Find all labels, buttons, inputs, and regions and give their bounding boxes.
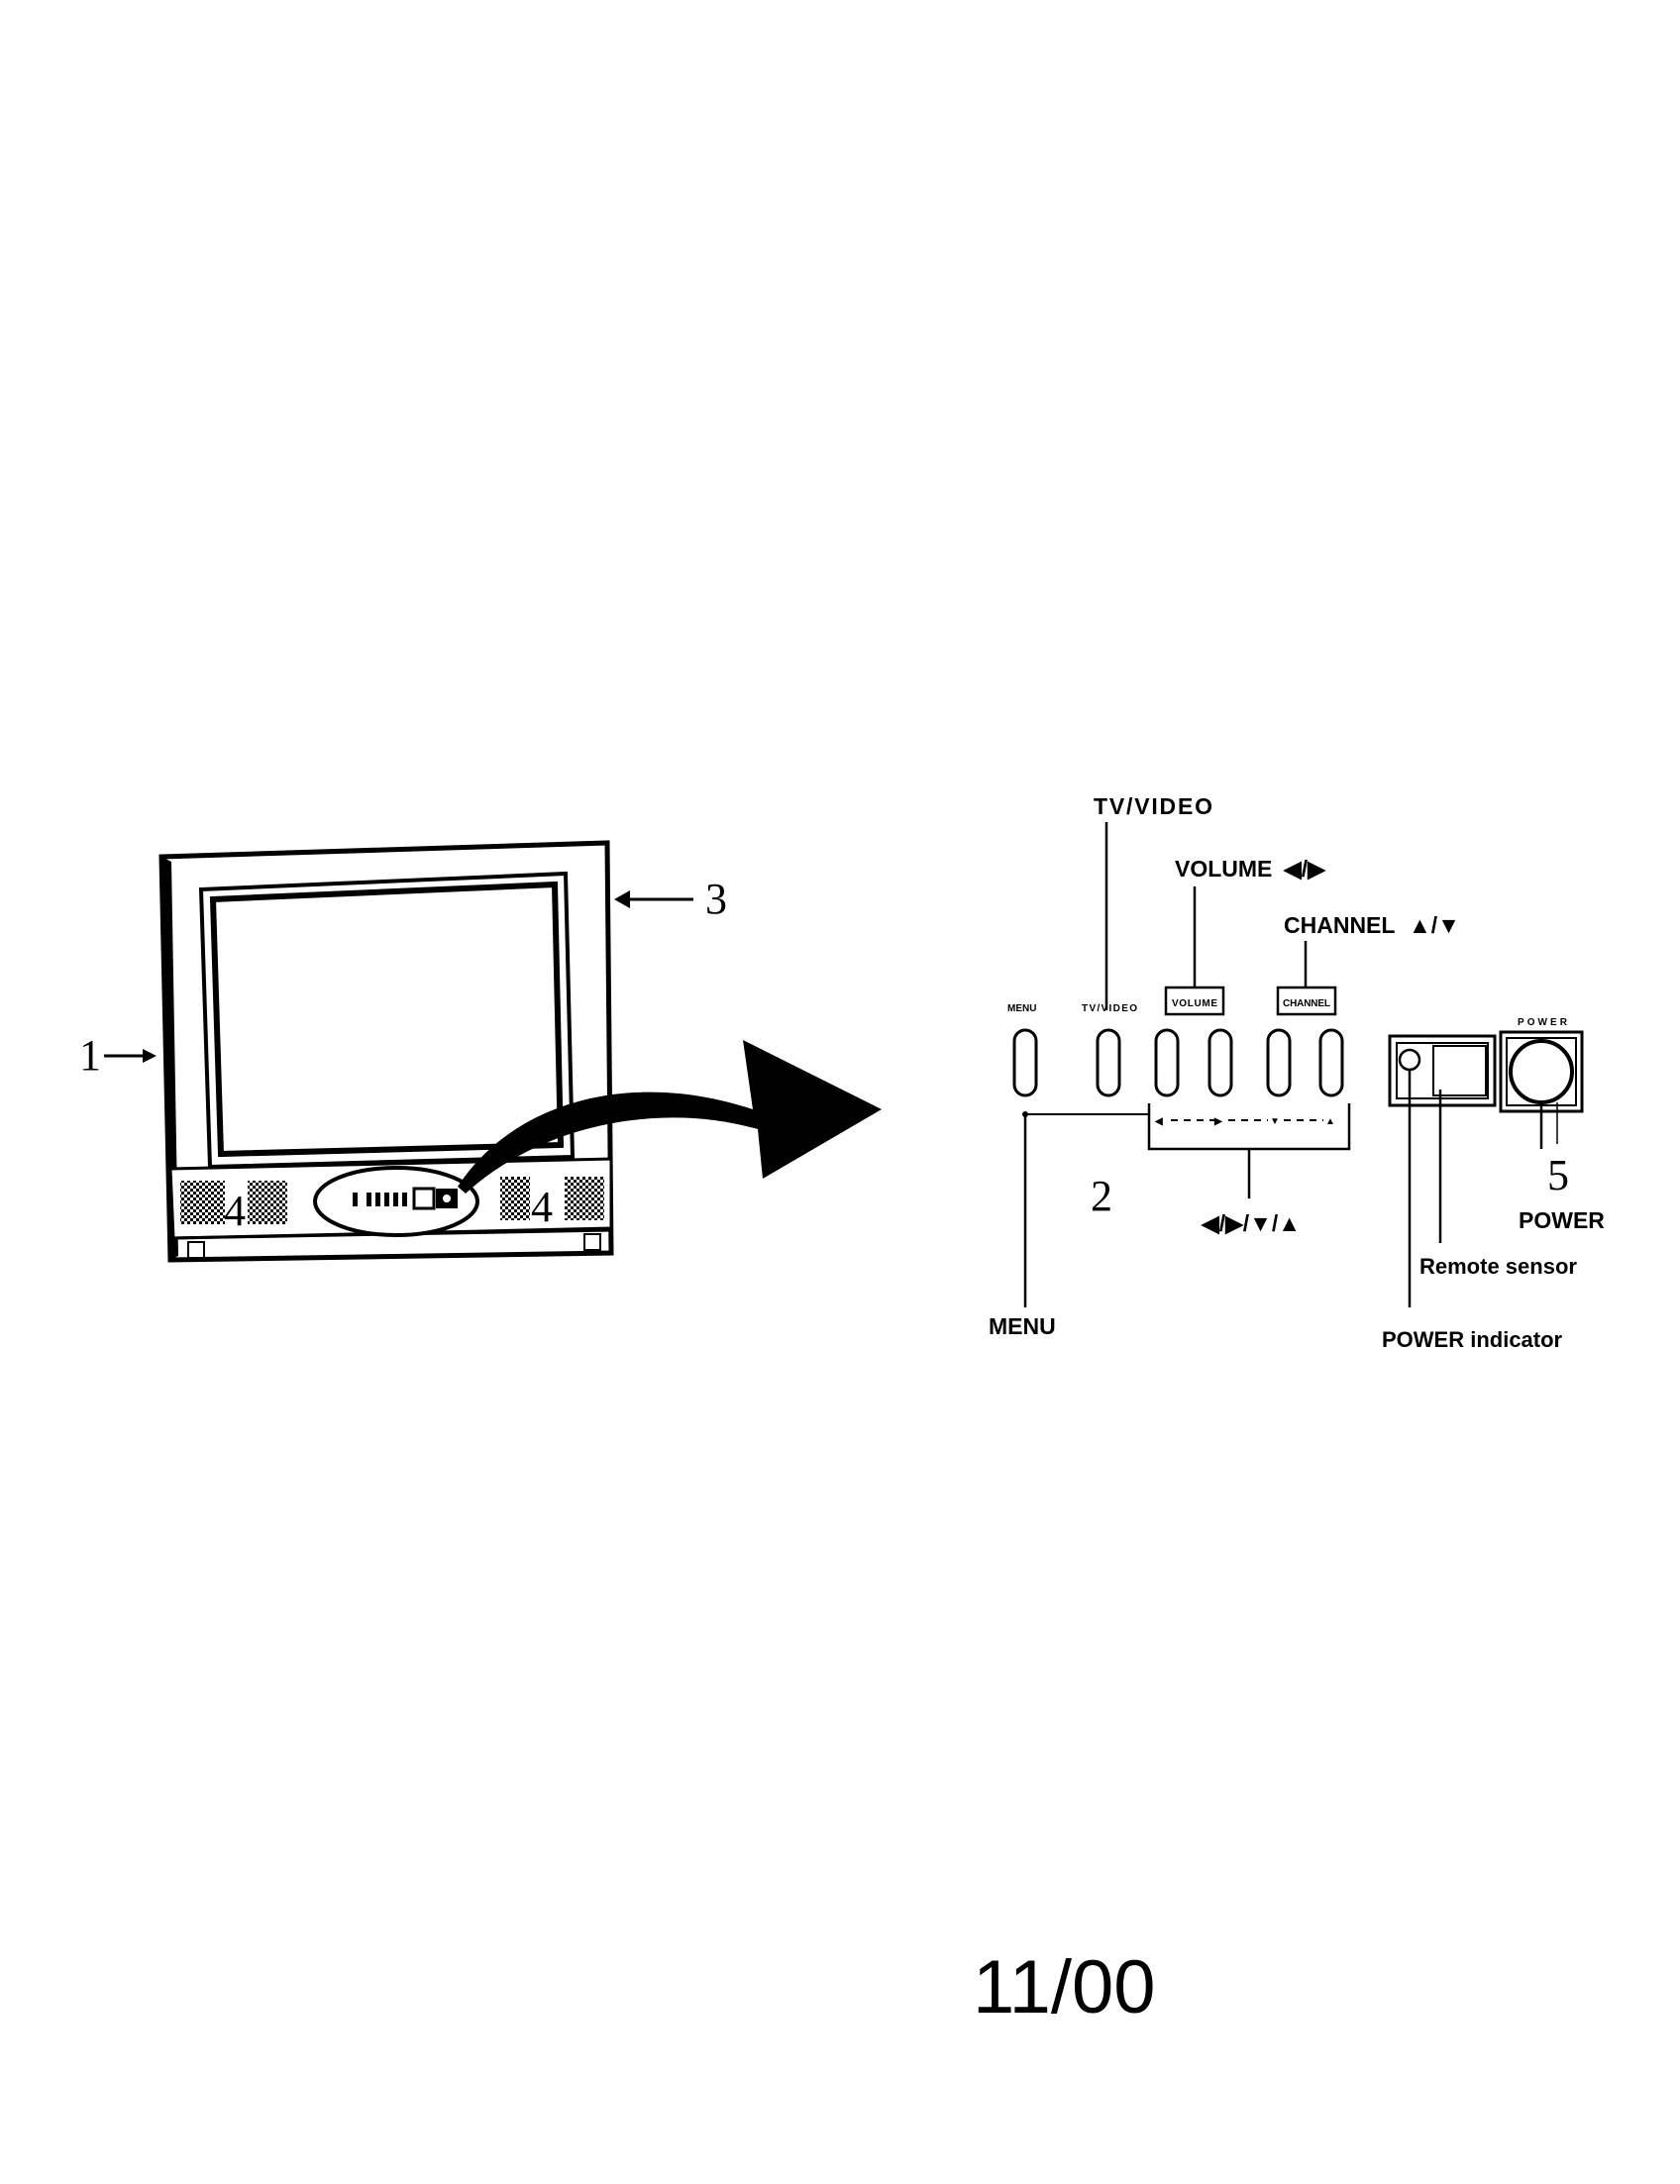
label-remote-sensor: Remote sensor: [1419, 1254, 1577, 1279]
control-panel-detail: TV/VIDEO VOLUME ◀/▶ CHANNEL ▲/▼ MENU TV/…: [989, 793, 1605, 1352]
menu-button[interactable]: [1012, 1028, 1038, 1097]
tv-mini-buttons: [353, 1187, 458, 1210]
volume-arrows-icon: ◀/▶: [1283, 856, 1326, 882]
nav-right-icon: ▶: [1213, 1116, 1223, 1127]
big-curved-arrow-icon: [458, 1040, 882, 1194]
nav-bracket: [1147, 1103, 1351, 1151]
tv-video-button[interactable]: [1096, 1028, 1121, 1097]
power-button[interactable]: [1509, 1039, 1574, 1104]
tiny-label-power: POWER: [1518, 1017, 1568, 1028]
arrow-left-icon: [614, 890, 693, 908]
label-volume: VOLUME: [1175, 856, 1272, 882]
label-channel: CHANNEL: [1284, 912, 1395, 938]
channel-up-button[interactable]: [1318, 1028, 1344, 1097]
volume-down-button[interactable]: [1154, 1028, 1180, 1097]
label-power: POWER: [1519, 1207, 1605, 1233]
callout-4-left: 4: [224, 1187, 246, 1235]
footer-date: 11/00: [973, 1945, 1156, 2029]
remote-sensor-window: [1432, 1045, 1487, 1096]
tiny-label-channel: CHANNEL: [1283, 998, 1330, 1009]
tv-screen: [209, 881, 565, 1158]
label-menu: MENU: [989, 1313, 1056, 1339]
tv-set: 4 4: [158, 840, 614, 1263]
tv-foot-left: [187, 1241, 205, 1259]
callout-3: 3: [705, 875, 727, 923]
tiny-label-tv-video: TV/VIDEO: [1082, 1003, 1137, 1014]
channel-down-button[interactable]: [1266, 1028, 1292, 1097]
channel-arrows-icon: ▲/▼: [1409, 912, 1460, 938]
label-tv-video: TV/VIDEO: [1094, 793, 1212, 819]
arrow-right-icon: [104, 1049, 157, 1063]
label-nav-arrows: ◀/▶/▼/▲: [1201, 1210, 1301, 1236]
nav-up-icon: ▲: [1325, 1116, 1335, 1127]
callout-1: 1: [79, 1031, 101, 1080]
tv-cabinet-edge: [161, 857, 178, 1260]
volume-up-button[interactable]: [1208, 1028, 1233, 1097]
callout-5: 5: [1547, 1151, 1569, 1199]
tiny-label-menu: MENU: [1007, 1003, 1036, 1014]
nav-down-icon: ▼: [1270, 1116, 1280, 1127]
tv-foot-right: [583, 1233, 601, 1251]
callout-2: 2: [1091, 1172, 1112, 1220]
speaker-grille-left: [180, 1181, 287, 1224]
callout-4-right: 4: [531, 1183, 553, 1231]
speaker-grille-right: [500, 1177, 604, 1220]
power-indicator-led: [1398, 1048, 1421, 1072]
nav-left-icon: ◀: [1154, 1116, 1163, 1127]
channel-bracket: [1276, 986, 1337, 1016]
volume-bracket: [1164, 986, 1225, 1016]
label-power-indicator: POWER indicator: [1382, 1327, 1563, 1352]
tiny-label-volume: VOLUME: [1172, 998, 1217, 1009]
